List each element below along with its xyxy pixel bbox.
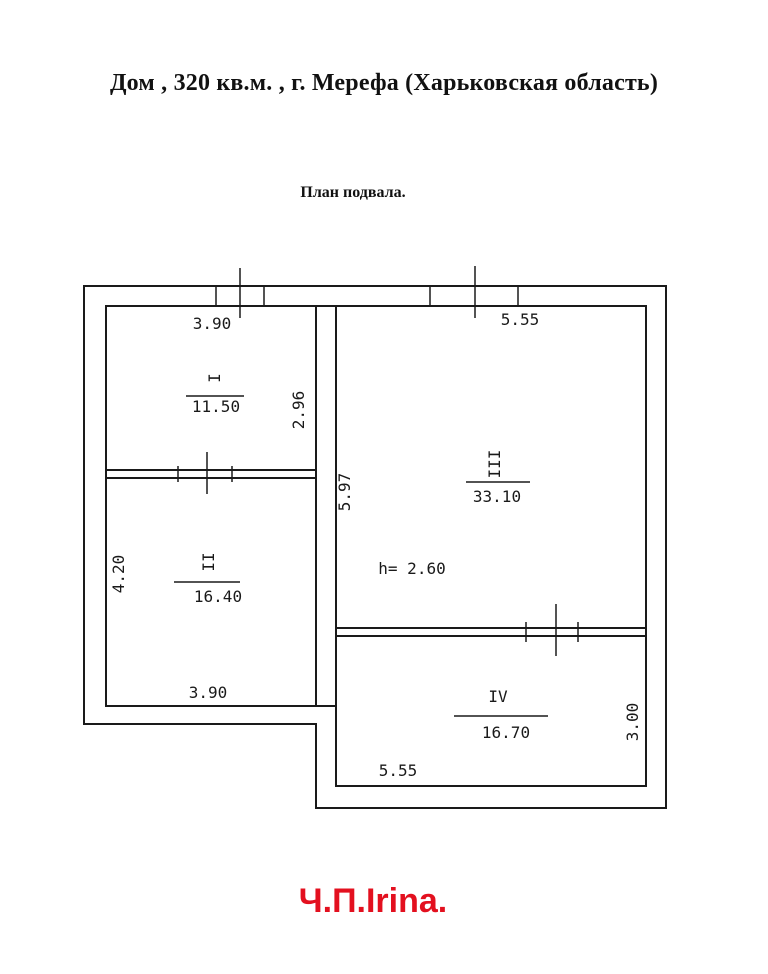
dim-room4-height: 3.00 (623, 703, 642, 742)
room-4-area: 16.70 (482, 723, 530, 742)
dim-room1-height: 2.96 (289, 391, 308, 430)
room-3-number: III (485, 450, 504, 479)
brand-signature: Ч.П.Irina. (298, 882, 448, 920)
room-4-label: IV 16.70 (454, 687, 548, 742)
dim-bottom-left-width: 3.90 (189, 683, 228, 702)
room-2-area: 16.40 (194, 587, 242, 606)
room-4-number: IV (488, 687, 508, 706)
inner-wall (105, 305, 647, 787)
room-3-area: 33.10 (473, 487, 521, 506)
page-title: Дом , 320 кв.м. , г. Мерефа (Харьковская… (109, 70, 659, 96)
dim-top-left-width: 3.90 (193, 314, 232, 333)
dim-room2-height: 4.20 (109, 555, 128, 594)
room-3-label: III 33.10 (466, 450, 530, 506)
room-1-area: 11.50 (192, 397, 240, 416)
dim-bottom-right-width: 5.55 (379, 761, 418, 780)
room-1-number: I (205, 373, 224, 383)
dim-room3-height: 5.97 (335, 473, 354, 512)
plan-walls (83, 285, 667, 809)
room-2-number: II (199, 552, 218, 571)
ceiling-height-note: h= 2.60 (378, 559, 445, 578)
windows-doors (177, 266, 579, 656)
dim-top-right-width: 5.55 (501, 310, 540, 329)
room-2-label: II 16.40 (174, 552, 242, 606)
outer-wall (83, 285, 667, 809)
room-1-label: I 11.50 (186, 373, 244, 416)
plan-subtitle: План подвала. (300, 184, 406, 201)
